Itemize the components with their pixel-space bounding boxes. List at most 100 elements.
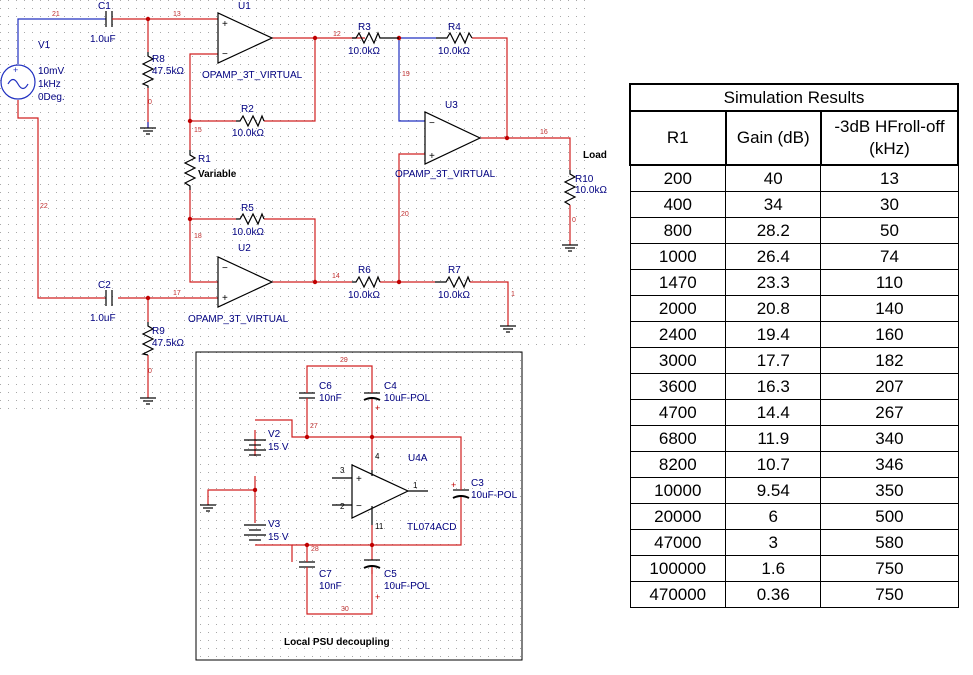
v1-phase: 0Deg. (38, 92, 65, 103)
wires-blue (17, 18, 436, 128)
svg-text:+: + (222, 19, 228, 30)
u1-ref: U1 (238, 1, 251, 12)
header-gain: Gain (dB) (724, 110, 822, 166)
psu-box-title: Local PSU decoupling (284, 637, 390, 648)
svg-text:1: 1 (511, 291, 515, 298)
cell-rolloff: 13 (820, 164, 959, 192)
svg-text:20: 20 (401, 211, 409, 218)
cell-rolloff: 74 (820, 243, 959, 270)
grid-area-main (0, 0, 585, 352)
u3-ref: U3 (445, 100, 458, 111)
svg-text:19: 19 (402, 71, 410, 78)
svg-text:17: 17 (173, 290, 181, 297)
cell-r1: 1000 (629, 243, 727, 270)
svg-text:28: 28 (311, 546, 319, 553)
cell-r1: 1470 (629, 269, 727, 296)
r2-value: 10.0kΩ (232, 128, 264, 139)
cell-gain: 40 (725, 164, 822, 192)
opamp-u1: + − U1 OPAMP_3T_VIRTUAL (202, 1, 303, 81)
svg-text:+: + (13, 65, 18, 75)
cell-r1: 2400 (629, 321, 727, 348)
r8-ref: R8 (152, 54, 165, 65)
resistor-r9: R9 47.5kΩ (141, 322, 184, 356)
svg-text:3: 3 (340, 466, 345, 475)
header-r1: R1 (629, 110, 727, 166)
svg-text:11: 11 (375, 522, 384, 531)
ground-symbols (140, 127, 578, 512)
r9-ref: R9 (152, 326, 165, 337)
svg-text:13: 13 (173, 11, 181, 18)
u2-value: OPAMP_3T_VIRTUAL (188, 314, 289, 325)
svg-text:16: 16 (540, 129, 548, 136)
cell-gain: 23.3 (725, 269, 822, 296)
r6-value: 10.0kΩ (348, 290, 380, 301)
capacitor-c7: C7 10nF (299, 558, 342, 592)
svg-text:+: + (375, 403, 380, 413)
v1-frequency: 1kHz (38, 79, 61, 90)
resistor-r5: R5 10.0kΩ (232, 203, 265, 238)
net-labels: 21 13 12 0 19 16 15 18 20 14 22 17 0 1 0… (40, 11, 576, 613)
svg-text:−: − (429, 118, 435, 129)
v3-ref: V3 (268, 519, 281, 530)
svg-text:18: 18 (194, 233, 202, 240)
cell-rolloff: 110 (820, 269, 959, 296)
svg-text:15: 15 (194, 127, 202, 134)
svg-text:0: 0 (148, 368, 152, 375)
svg-text:0: 0 (572, 217, 576, 224)
cell-rolloff: 182 (820, 347, 959, 374)
c1-value: 1.0uF (90, 34, 116, 45)
r7-value: 10.0kΩ (438, 290, 470, 301)
svg-text:−: − (222, 49, 228, 60)
junctions (145, 16, 510, 548)
cell-rolloff: 30 (820, 191, 959, 218)
cell-gain: 10.7 (725, 451, 822, 478)
svg-text:12: 12 (333, 31, 341, 38)
r7-ref: R7 (448, 265, 461, 276)
capacitor-c3: + C3 10uF-POL (451, 478, 518, 506)
c1-ref: C1 (98, 1, 111, 12)
cell-r1: 100000 (629, 555, 727, 582)
svg-text:21: 21 (52, 11, 60, 18)
load-label: Load (583, 150, 607, 161)
cell-rolloff: 750 (820, 555, 959, 582)
cell-gain: 0.36 (725, 581, 822, 608)
r3-value: 10.0kΩ (348, 46, 380, 57)
cell-r1: 3000 (629, 347, 727, 374)
cell-rolloff: 750 (820, 581, 959, 608)
cell-rolloff: 140 (820, 295, 959, 322)
capacitor-c5: + C5 10uF-POL (363, 559, 431, 602)
psu-box (195, 351, 523, 661)
wires (17, 18, 571, 615)
c3-ref: C3 (471, 478, 484, 489)
svg-text:+: + (429, 151, 435, 162)
grid-area-left (0, 352, 196, 412)
u2-ref: U2 (238, 243, 251, 254)
resistor-r7: R7 10.0kΩ (435, 265, 471, 301)
svg-text:0: 0 (148, 99, 152, 106)
cell-r1: 6800 (629, 425, 727, 452)
c4-ref: C4 (384, 381, 397, 392)
svg-text:14: 14 (332, 273, 340, 280)
svg-text:+: + (375, 592, 380, 602)
v1-amplitude: 10mV (38, 66, 64, 77)
r4-ref: R4 (448, 22, 461, 33)
c5-ref: C5 (384, 569, 397, 580)
c2-ref: C2 (98, 280, 111, 291)
svg-text:29: 29 (340, 357, 348, 364)
cell-r1: 8200 (629, 451, 727, 478)
cell-rolloff: 500 (820, 503, 959, 530)
r3-ref: R3 (358, 22, 371, 33)
opamp-u4a: + − 3 2 1 4 11 U4A TL074ACD (332, 452, 456, 533)
c5-value: 10uF-POL (384, 581, 431, 592)
resistor-r8: R8 47.5kΩ (141, 52, 184, 88)
